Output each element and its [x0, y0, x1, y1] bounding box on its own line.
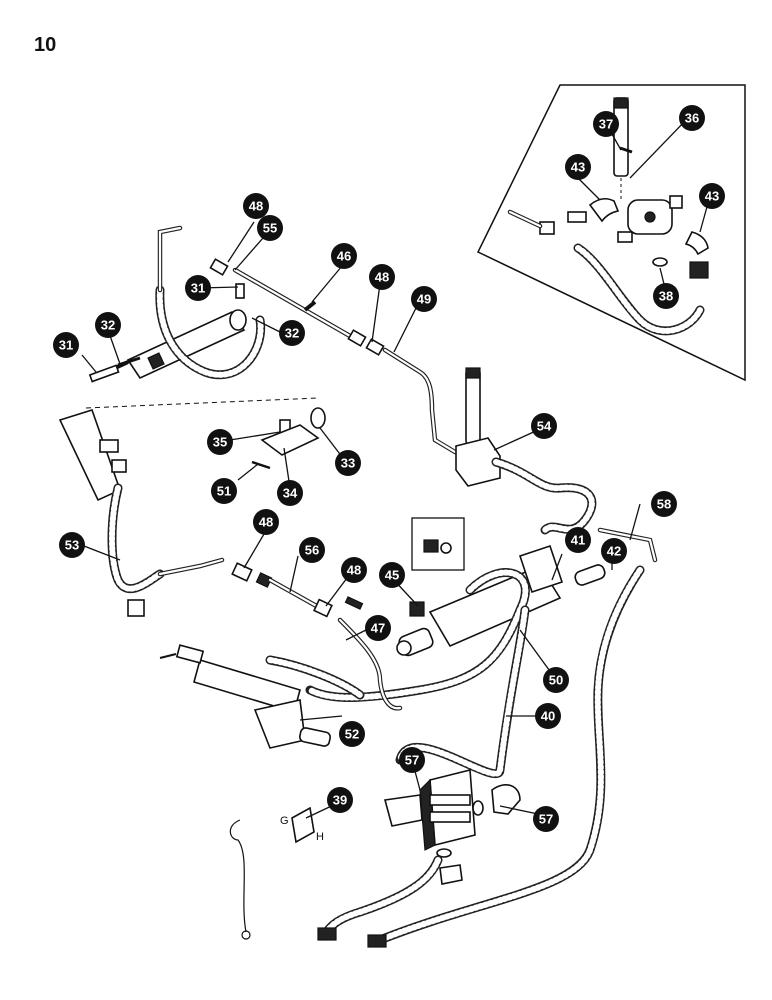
- svg-text:41: 41: [571, 533, 585, 548]
- callout-37: 37: [593, 111, 619, 137]
- svg-text:37: 37: [599, 117, 613, 132]
- callout-43-left: 43: [565, 154, 591, 180]
- callout-48-top-right: 48: [369, 264, 395, 290]
- callout-53: 53: [59, 532, 85, 558]
- svg-text:48: 48: [249, 199, 263, 214]
- callout-42: 42: [601, 538, 627, 564]
- tube-55-49: [209, 258, 458, 455]
- svg-text:51: 51: [217, 484, 231, 499]
- svg-text:52: 52: [345, 727, 359, 742]
- callout-49: 49: [411, 286, 437, 312]
- valve-57: [383, 768, 521, 885]
- main-cylinder: [305, 517, 625, 779]
- svg-text:42: 42: [607, 544, 621, 559]
- callout-32-left: 32: [95, 312, 121, 338]
- callout-55: 55: [257, 215, 283, 241]
- callout-58: 58: [651, 491, 677, 517]
- svg-text:36: 36: [685, 111, 699, 126]
- letter-g: G: [280, 815, 289, 827]
- valve-block-54: [455, 367, 597, 535]
- inset-panel: [476, 84, 746, 382]
- callout-38: 38: [653, 283, 679, 309]
- svg-text:49: 49: [417, 292, 431, 307]
- callout-48-mid-left: 48: [253, 509, 279, 535]
- svg-text:56: 56: [305, 543, 319, 558]
- svg-text:32: 32: [101, 318, 115, 333]
- letter-h: H: [316, 831, 324, 843]
- svg-text:43: 43: [705, 189, 719, 204]
- svg-text:57: 57: [405, 753, 419, 768]
- svg-text:47: 47: [371, 621, 385, 636]
- callout-47: 47: [365, 615, 391, 641]
- callout-57-right: 57: [533, 806, 559, 832]
- callout-43-right: 43: [699, 183, 725, 209]
- svg-text:33: 33: [341, 456, 355, 471]
- callout-50: 50: [543, 667, 569, 693]
- svg-text:53: 53: [65, 538, 79, 553]
- callout-31-left: 31: [53, 332, 79, 358]
- page-number: 10: [34, 34, 57, 56]
- callout-34: 34: [277, 480, 303, 506]
- svg-text:45: 45: [385, 568, 399, 583]
- callout-57-left: 57: [399, 747, 425, 773]
- svg-text:32: 32: [285, 326, 299, 341]
- callout-52: 52: [339, 721, 365, 747]
- svg-text:39: 39: [333, 793, 347, 808]
- svg-text:31: 31: [59, 338, 73, 353]
- callout-46: 46: [331, 243, 357, 269]
- callout-48-mid-right: 48: [341, 557, 367, 583]
- callout-54: 54: [531, 413, 557, 439]
- callout-33: 33: [335, 450, 361, 476]
- upper-cylinder-assembly: [85, 225, 319, 409]
- svg-text:58: 58: [657, 497, 671, 512]
- callout-39: 39: [327, 787, 353, 813]
- callout-48-top-left: 48: [243, 193, 269, 219]
- svg-text:46: 46: [337, 249, 351, 264]
- callout-40: 40: [535, 703, 561, 729]
- left-cylinder-53: [58, 409, 225, 617]
- lower-cylinder-52: [159, 617, 403, 749]
- svg-text:48: 48: [347, 563, 361, 578]
- bracket-assembly: [251, 407, 326, 470]
- svg-text:35: 35: [213, 435, 227, 450]
- svg-text:40: 40: [541, 709, 555, 724]
- svg-text:57: 57: [539, 812, 553, 827]
- svg-text:54: 54: [537, 419, 552, 434]
- svg-text:31: 31: [191, 281, 205, 296]
- callout-41: 41: [565, 527, 591, 553]
- callout-31-top: 31: [185, 275, 211, 301]
- long-hoses: [317, 527, 658, 948]
- svg-text:38: 38: [659, 289, 673, 304]
- svg-text:48: 48: [259, 515, 273, 530]
- rod-bracket-39: G H: [229, 806, 324, 940]
- callout-35: 35: [207, 429, 233, 455]
- svg-text:55: 55: [263, 221, 277, 236]
- callout-36: 36: [679, 105, 705, 131]
- svg-text:34: 34: [283, 486, 298, 501]
- callout-32-right: 32: [279, 320, 305, 346]
- callout-45: 45: [379, 562, 405, 588]
- svg-text:50: 50: [549, 673, 563, 688]
- svg-text:48: 48: [375, 270, 389, 285]
- callout-51: 51: [211, 478, 237, 504]
- leader-lines: [81, 117, 711, 819]
- svg-text:43: 43: [571, 160, 585, 175]
- callout-56: 56: [299, 537, 325, 563]
